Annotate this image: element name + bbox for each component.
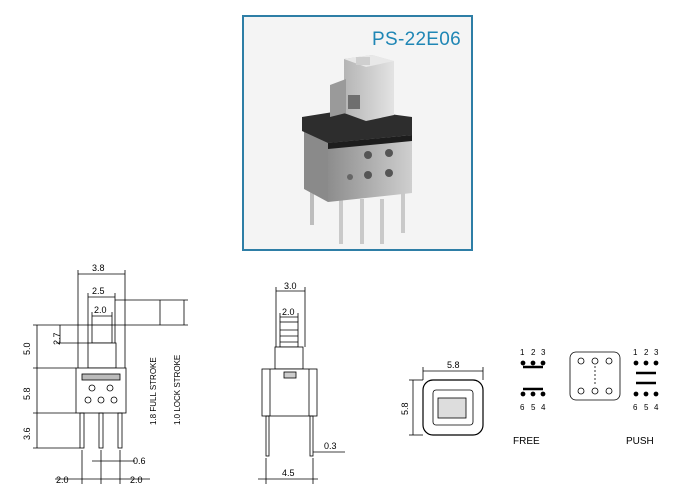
- pin-label-free-1: 1: [520, 348, 525, 357]
- model-title: PS-22E06: [372, 29, 462, 50]
- push-label: PUSH: [626, 436, 654, 447]
- switch-photo: [302, 55, 412, 244]
- pin-label-free-3: 3: [541, 348, 546, 357]
- dim-side-top-width: 3.8: [92, 263, 105, 273]
- dim-front-cap-width: 2.0: [282, 307, 295, 317]
- dim-side-height-top: 5.0: [22, 342, 32, 355]
- pin-label-free-6: 6: [520, 403, 525, 412]
- top-view: [409, 367, 484, 436]
- pin-label-free-2: 2: [531, 348, 536, 357]
- pin-label-push-4: 4: [654, 403, 659, 412]
- pin-label-free-4: 4: [541, 403, 546, 412]
- dim-front-pin-thickness: 0.3: [324, 441, 337, 451]
- pin-label-push-2: 2: [644, 348, 649, 357]
- front-view: [258, 287, 345, 484]
- pin-label-push-1: 1: [633, 348, 638, 357]
- dim-front-top-width: 3.0: [284, 281, 297, 291]
- dim-side-pitch-right: 2.0: [130, 475, 143, 485]
- dim-side-pin-thickness: 0.6: [133, 456, 146, 466]
- dim-side-cap-inner: 2.0: [94, 305, 107, 315]
- dim-side-pin-length: 3.6: [22, 427, 32, 440]
- dim-front-pin-span: 4.5: [282, 468, 295, 478]
- dim-side-cap-step: 2.7: [52, 332, 62, 345]
- dim-side-lock-stroke: 1.0 LOCK STROKE: [173, 355, 182, 425]
- dim-side-full-stroke: 1.8 FULL STROKE: [149, 357, 158, 425]
- side-view: [33, 270, 188, 484]
- dim-side-cap-width: 2.5: [92, 286, 105, 296]
- dim-top-width: 5.8: [447, 360, 460, 370]
- dim-top-height: 5.8: [400, 402, 410, 415]
- dim-side-pitch-left: 2.0: [56, 475, 69, 485]
- pin-label-push-6: 6: [633, 403, 638, 412]
- pin-label-push-5: 5: [644, 403, 649, 412]
- free-label: FREE: [513, 436, 540, 447]
- pin-label-push-3: 3: [654, 348, 659, 357]
- dim-side-body-height: 5.8: [22, 387, 32, 400]
- pin-label-free-5: 5: [531, 403, 536, 412]
- product-photo-frame: [242, 15, 473, 251]
- switch-schematic: [520, 351, 659, 401]
